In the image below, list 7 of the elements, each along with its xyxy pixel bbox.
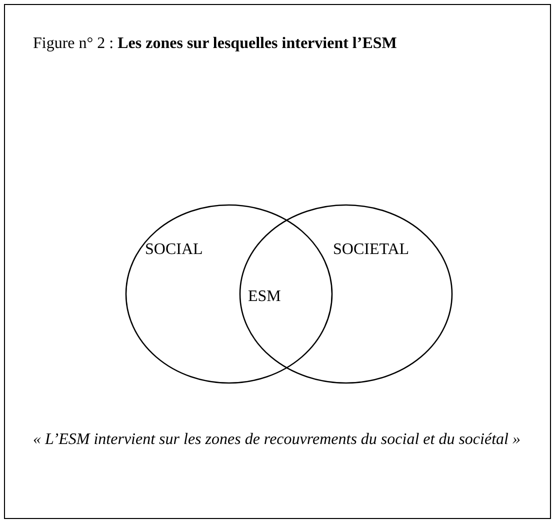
- figure-title: Figure n° 2 : Les zones sur lesquelles intervient l’ESM: [33, 34, 398, 53]
- circle-label: SOCIAL: [145, 240, 203, 259]
- venn-circle: [239, 204, 453, 384]
- overlap-label: ESM: [248, 287, 281, 306]
- figure-caption: « L’ESM intervient sur les zones de recouvrements du social et du sociétal »: [33, 430, 522, 450]
- venn-circle: [125, 204, 333, 384]
- circle-label: SOCIETAL: [333, 240, 410, 259]
